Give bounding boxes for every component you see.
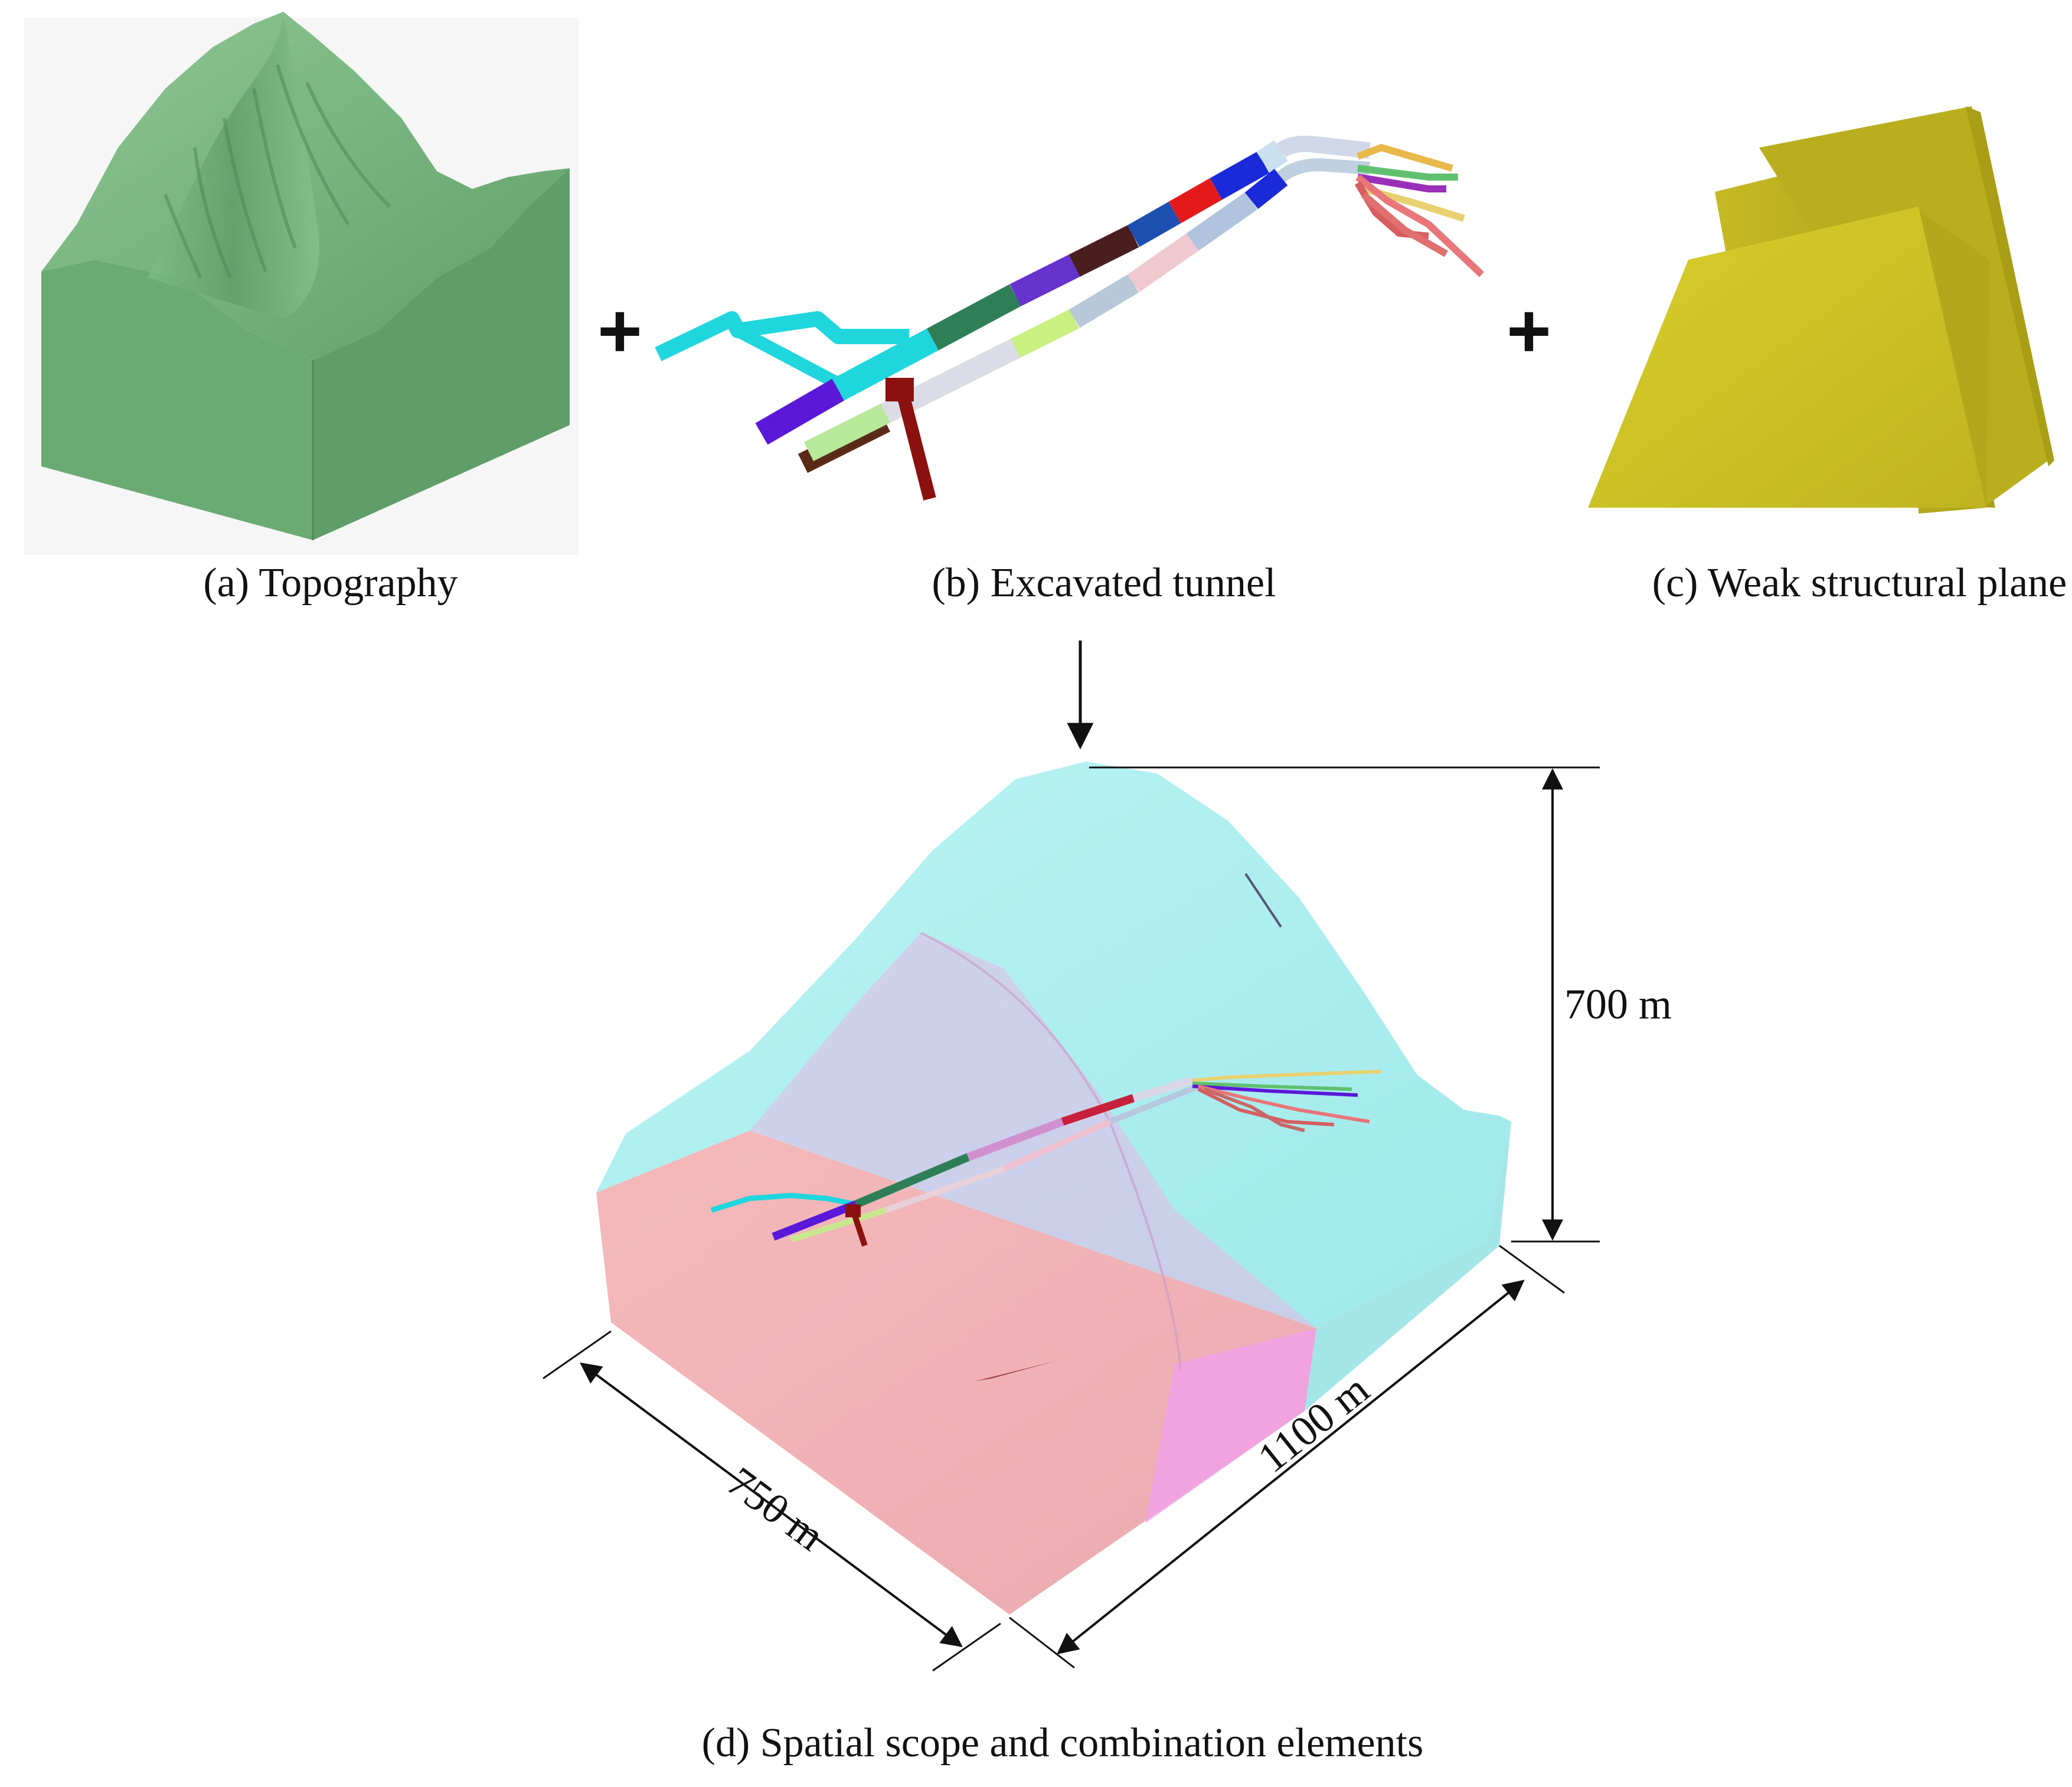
dimension-height-label: 700 m	[1564, 981, 1672, 1028]
panel-b-tunnel	[655, 135, 1485, 501]
panel-c-weak-plane	[1588, 106, 2054, 514]
tunnel-shaft	[894, 382, 936, 501]
panel-a-topography	[24, 12, 579, 555]
topography-front-face	[41, 260, 313, 540]
model-tunnel-cyan-branch	[710, 1193, 857, 1213]
dimension-width-label: 750 m	[718, 1458, 833, 1560]
topography-valleys	[164, 64, 391, 279]
caption-b: (b) Excavated tunnel	[932, 560, 1276, 606]
model-slit-mark-2	[1244, 873, 1282, 928]
tunnel-main-lower	[798, 168, 1288, 473]
tunnel-shaft-head	[885, 378, 914, 401]
plus-sign-2: +	[1506, 288, 1551, 374]
caption-c: (c) Weak structural plane	[1652, 560, 2067, 606]
model-tunnel-shaft-head	[845, 1204, 861, 1217]
tunnel-cyan-link	[734, 325, 842, 390]
weak-plane-edge	[1966, 106, 2054, 466]
tunnel-right-branches	[1354, 143, 1485, 277]
model-tunnel	[710, 1070, 1382, 1247]
plus-sign-1: +	[597, 288, 642, 374]
caption-d: (d) Spatial scope and combination elemen…	[702, 1720, 1424, 1766]
tunnel-lower-bend	[1276, 158, 1370, 182]
topography-right-face	[313, 168, 570, 540]
dimension-height: 700 m	[1089, 766, 1672, 1243]
caption-a: (a) Topography	[203, 560, 457, 606]
tunnel-main-upper	[755, 140, 1288, 445]
tunnel-upper-bend	[1276, 135, 1371, 159]
model-slit-mark-1	[974, 1361, 1057, 1381]
tunnel-cyan-branch	[655, 311, 909, 361]
model-tunnel-right-branches	[1192, 1070, 1382, 1132]
weak-plane-front	[1588, 207, 1986, 508]
